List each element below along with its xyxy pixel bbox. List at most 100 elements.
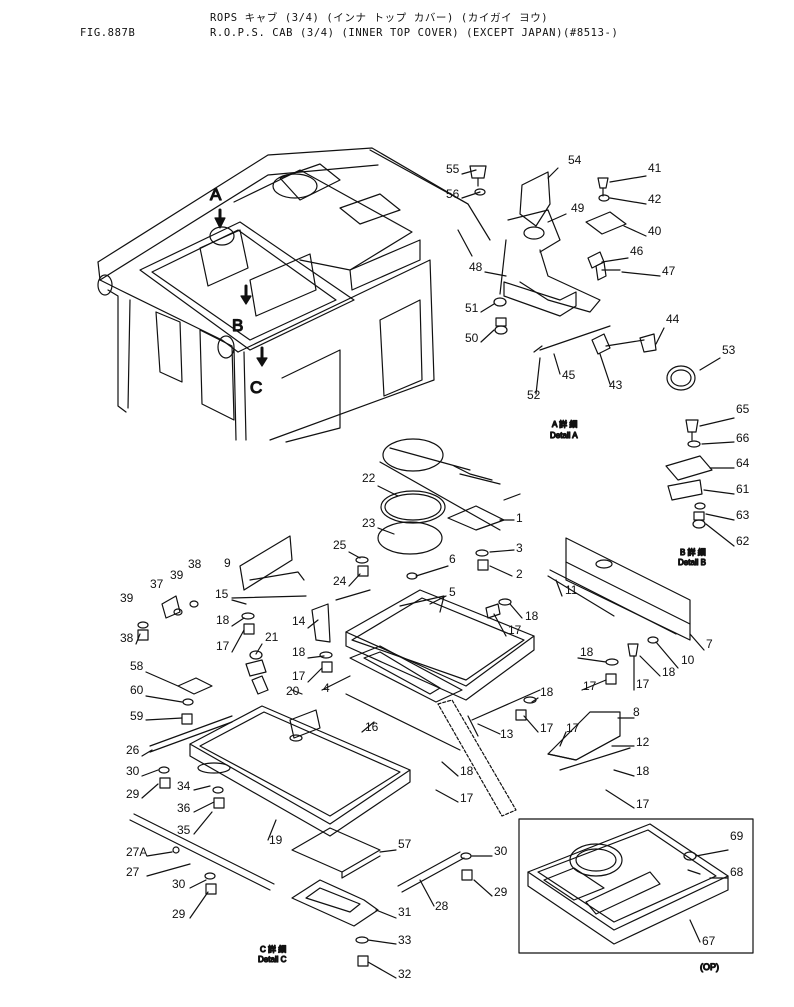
part-number-label: 47 [662, 264, 676, 278]
part-number-label: 17 [540, 721, 554, 735]
part-number-label: 29 [126, 787, 140, 801]
part-number-label: 55 [446, 162, 460, 176]
part-number-label: 44 [666, 312, 680, 326]
part-number-label: 17 [508, 623, 522, 637]
part-number-label: 17 [292, 669, 306, 683]
part-number-label: 3 [516, 541, 523, 555]
part-number-label: 17 [566, 721, 580, 735]
part-number-label: 18 [636, 764, 650, 778]
part-number-label: 6 [449, 552, 456, 566]
part-number-label: 18 [292, 645, 306, 659]
exploded-view [129, 167, 735, 979]
part-number-label: 17 [636, 677, 650, 691]
part-number-label: 56 [446, 187, 460, 201]
part-number-label: 21 [265, 630, 279, 644]
part-number-label: 43 [609, 378, 623, 392]
part-number-label: 18 [580, 645, 594, 659]
part-number-label: 4 [323, 681, 330, 695]
view-marker-b: B [232, 316, 243, 335]
detail-b-group [665, 419, 713, 529]
part-number-label: 35 [177, 823, 191, 837]
part-number-label: 19 [269, 833, 283, 847]
part-number-label: 32 [398, 967, 412, 981]
part-number-label: 67 [702, 934, 716, 948]
part-number-label: 36 [177, 801, 191, 815]
part-number-label: 18 [460, 764, 474, 778]
part-number-label: 34 [177, 779, 191, 793]
view-marker-c: C [250, 378, 262, 397]
part-number-label: 58 [130, 659, 144, 673]
part-number-label: 57 [398, 837, 412, 851]
part-number-label: 64 [736, 456, 750, 470]
part-number-label: 62 [736, 534, 750, 548]
part-number-label: 17 [216, 639, 230, 653]
part-number-label: 29 [494, 885, 508, 899]
part-number-label: 1 [516, 511, 523, 525]
part-number-label: 60 [130, 683, 144, 697]
part-number-label: 69 [730, 829, 744, 843]
part-number-label: 17 [583, 679, 597, 693]
detail-a-label-jp: A 詳 細 [552, 419, 577, 429]
part-number-label: 30 [126, 764, 140, 778]
detail-b-label-jp: B 詳 細 [680, 547, 706, 557]
detail-a-label-en: Detail A [550, 431, 578, 440]
part-number-label: 14 [292, 614, 306, 628]
part-number-label: 51 [465, 301, 479, 315]
part-number-label: 38 [188, 557, 202, 571]
title-japanese: ROPS キャブ (3/4) (インナ トップ カバー) (カイガイ ヨウ) [210, 12, 549, 24]
part-number-label: 61 [736, 482, 750, 496]
option-label: (OP) [700, 962, 719, 972]
figure-number: FIG.887B [80, 27, 136, 39]
part-number-label: 20 [286, 684, 300, 698]
part-number-label: 18 [662, 665, 676, 679]
part-number-label: 27 [126, 865, 140, 879]
detail-a-group [469, 165, 696, 391]
part-number-label: 23 [362, 516, 376, 530]
cab-overview [97, 147, 491, 443]
part-number-label: 28 [435, 899, 449, 913]
part-number-label: 39 [120, 591, 134, 605]
part-number-label: 52 [527, 388, 541, 402]
part-number-label: 13 [500, 727, 514, 741]
part-number-label: 7 [706, 637, 713, 651]
part-number-label: 30 [172, 877, 186, 891]
part-number-label: 54 [568, 153, 582, 167]
view-marker-a: A [210, 185, 222, 204]
part-number-label: 48 [469, 260, 483, 274]
part-number-label: 63 [736, 508, 750, 522]
part-number-label: 17 [636, 797, 650, 811]
part-number-label: 25 [333, 538, 347, 552]
part-number-label: 33 [398, 933, 412, 947]
part-number-label: 42 [648, 192, 662, 206]
part-number-label: 24 [333, 574, 347, 588]
part-number-label: 17 [460, 791, 474, 805]
part-number-label: 27A [126, 845, 147, 859]
part-number-label: 37 [150, 577, 164, 591]
part-number-label: 5 [449, 585, 456, 599]
part-number-label: 41 [648, 161, 662, 175]
part-number-label: 2 [516, 567, 523, 581]
part-number-label: 22 [362, 471, 376, 485]
option-inset [518, 818, 754, 954]
title-english: R.O.P.S. CAB (3/4) (INNER TOP COVER) (EX… [210, 27, 619, 39]
part-number-label: 26 [126, 743, 140, 757]
part-number-label: 9 [224, 556, 231, 570]
part-number-label: 12 [636, 735, 650, 749]
part-number-label: 31 [398, 905, 412, 919]
part-number-label: 15 [215, 587, 229, 601]
detail-c-label-en: Detail C [258, 955, 287, 964]
detail-c-label-jp: C 詳 細 [260, 944, 286, 954]
part-number-label: 39 [170, 568, 184, 582]
part-number-label: 68 [730, 865, 744, 879]
part-number-label: 53 [722, 343, 736, 357]
part-number-label: 65 [736, 402, 750, 416]
part-number-label: 40 [648, 224, 662, 238]
part-number-label: 66 [736, 431, 750, 445]
part-number-label: 8 [633, 705, 640, 719]
part-number-label: 38 [120, 631, 134, 645]
part-number-label: 29 [172, 907, 186, 921]
part-number-label: 10 [681, 653, 695, 667]
part-number-label: 49 [571, 201, 585, 215]
